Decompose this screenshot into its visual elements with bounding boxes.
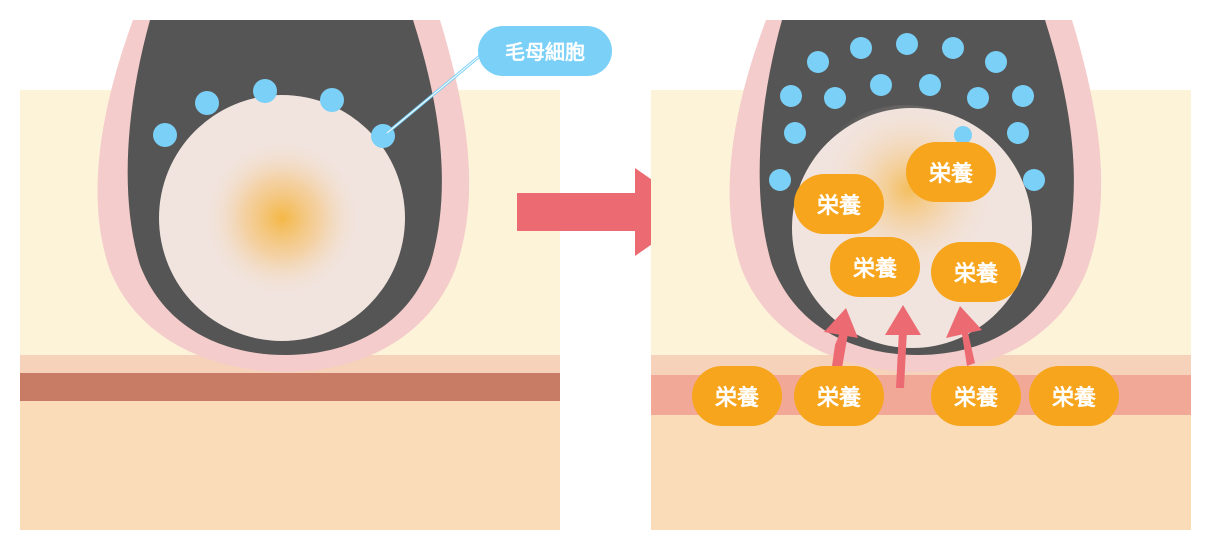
- nutrient-badge: 栄養: [794, 366, 884, 426]
- cell-dot: [320, 88, 344, 112]
- up-arrow: [824, 308, 858, 368]
- cell-dot: [954, 126, 972, 144]
- cell-dot: [1012, 85, 1034, 107]
- cell-dot: [784, 122, 806, 144]
- cell-dot: [942, 37, 964, 59]
- nutrient-badge: 栄養: [931, 366, 1021, 426]
- up-arrow: [885, 305, 921, 388]
- nutrient-badge: 栄養: [1029, 366, 1119, 426]
- up-arrow: [946, 306, 982, 366]
- hair-matrix-cell-label: 毛母細胞: [505, 40, 585, 64]
- cell-dot: [769, 169, 791, 191]
- nutrient-label: 栄養: [816, 193, 861, 219]
- panel-after: 栄養 栄養 栄養 栄養 栄養 栄養: [651, 20, 1191, 530]
- nutrient-label: 栄養: [953, 385, 998, 411]
- nutrient-label: 栄養: [714, 385, 759, 411]
- nutrient-badge: 栄養: [906, 142, 996, 202]
- cell-dot: [985, 51, 1007, 73]
- nutrient-badge: 栄養: [794, 174, 884, 234]
- cell-dot: [896, 33, 918, 55]
- hair-matrix-cell-callout: 毛母細胞: [386, 26, 612, 135]
- nutrient-label: 栄養: [928, 161, 973, 187]
- panel-before: 毛母細胞: [20, 20, 612, 530]
- cell-dot: [967, 87, 989, 109]
- cell-dot: [780, 85, 802, 107]
- cell-dot: [1007, 122, 1029, 144]
- cell-dot: [807, 51, 829, 73]
- nutrient-label: 栄養: [1051, 385, 1096, 411]
- cell-dot: [195, 91, 219, 115]
- callout-line-inner: [386, 49, 488, 134]
- cell-dots-right: [769, 33, 1045, 191]
- nutrient-label: 栄養: [816, 385, 861, 411]
- nutrient-badge: 栄養: [931, 242, 1021, 302]
- cell-dot: [1023, 169, 1045, 191]
- cell-dot: [870, 74, 892, 96]
- cell-dot: [850, 37, 872, 59]
- cell-dot: [919, 74, 941, 96]
- nutrients-inside: 栄養 栄養 栄養 栄養: [794, 142, 1021, 302]
- cell-dot: [824, 87, 846, 109]
- layer-dark-left: [20, 373, 560, 401]
- cell-dot: [253, 79, 277, 103]
- nutrient-badge: 栄養: [692, 366, 782, 426]
- nutrient-flow-arrows: [824, 305, 982, 388]
- nutrient-label: 栄養: [852, 256, 897, 282]
- nutrients-below: 栄養 栄養 栄養 栄養: [692, 366, 1119, 426]
- nutrient-label: 栄養: [953, 261, 998, 287]
- nutrient-badge: 栄養: [830, 237, 920, 297]
- cell-dot: [153, 123, 177, 147]
- label-bubble: [478, 26, 612, 76]
- papilla-glow-left: [172, 108, 392, 328]
